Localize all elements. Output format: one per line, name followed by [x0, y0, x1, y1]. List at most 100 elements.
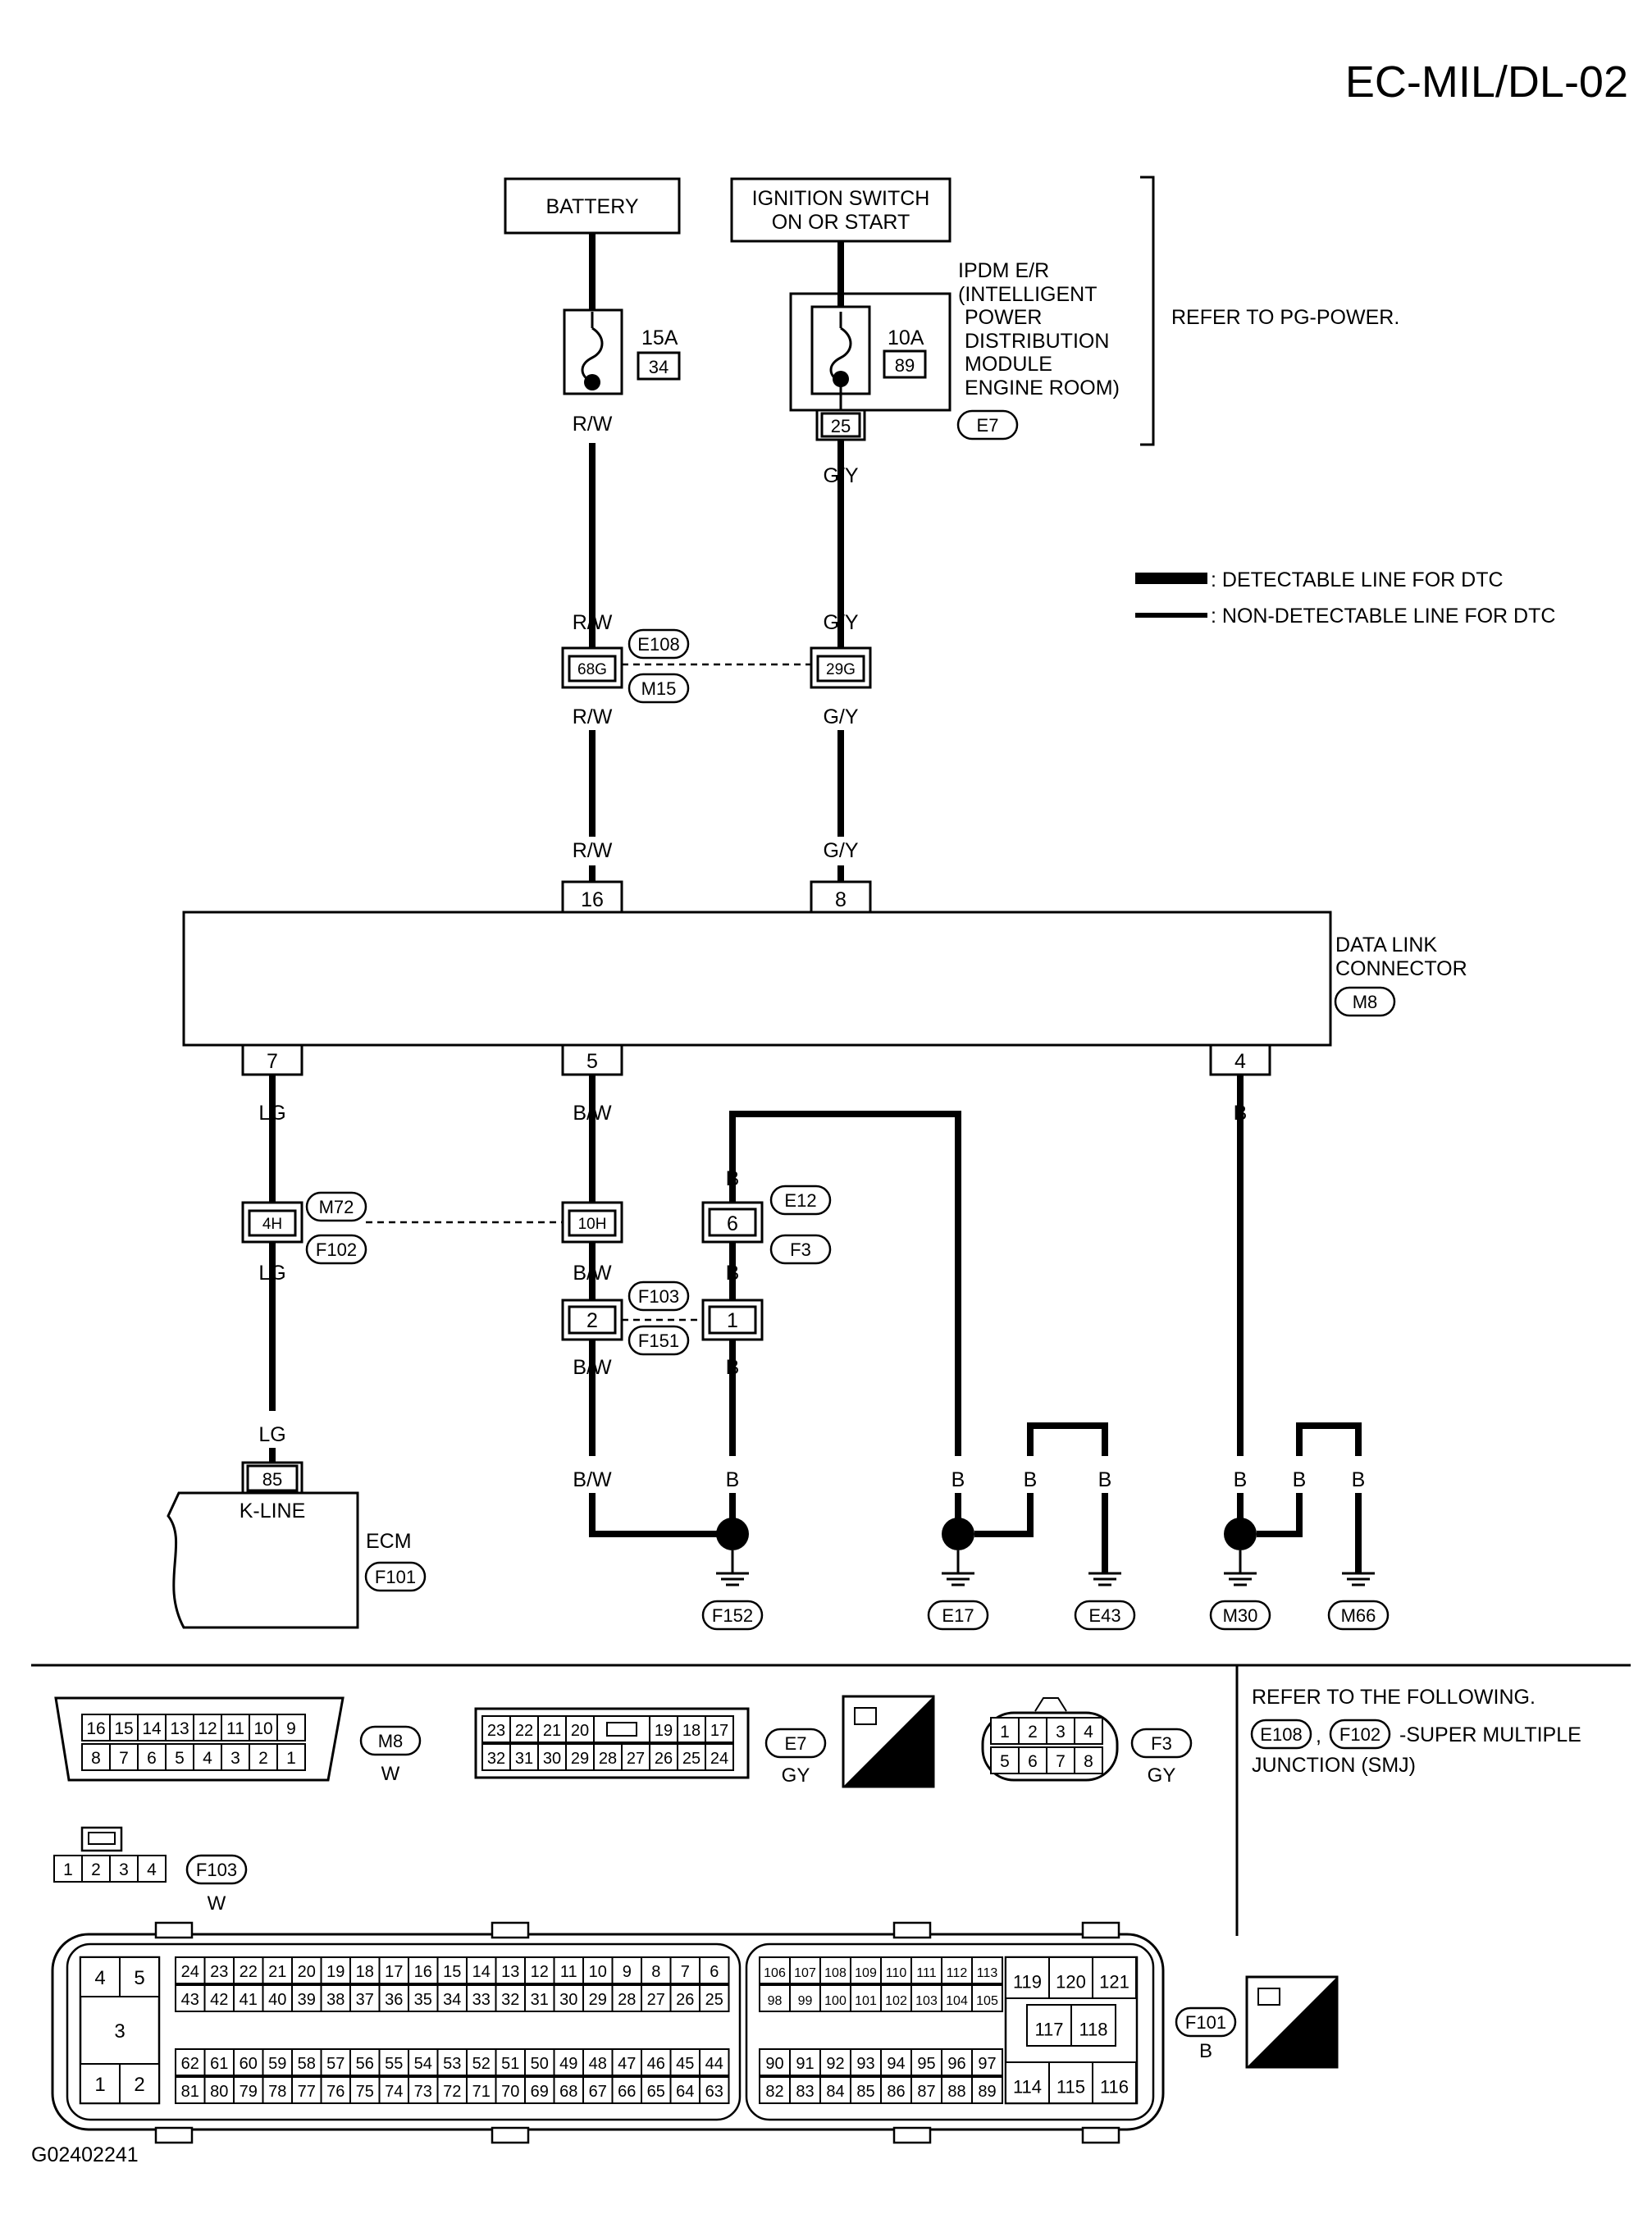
m8-bottom-pin: 5: [175, 1749, 185, 1768]
e7-bottom-cell: [537, 1743, 567, 1771]
f101-g1-r4-pin: 75: [356, 2083, 374, 2101]
f3-bottom-pin: 7: [1056, 1752, 1066, 1771]
f101-g1-r2-cell: [669, 1984, 701, 2012]
fuse1-number: 34: [649, 357, 669, 377]
ipdm-label: IPDM E/R (INTELLIGENT POWER DISTRIBUTION…: [956, 259, 1120, 441]
data-link-connector: 16 8 7 5 4 DATA LINK CONNECTOR M8: [182, 880, 1467, 1076]
e7-bottom-pin: 30: [543, 1750, 561, 1768]
svg-text:6: 6: [727, 1212, 738, 1235]
f101-g1-r1-pin: 6: [710, 1963, 719, 1981]
f101-g2-r2-pin: 102: [885, 1994, 907, 2008]
svg-text:F152: F152: [712, 1605, 753, 1626]
f101-g1-r1-pin: 12: [531, 1963, 549, 1981]
legend: : DETECTABLE LINE FOR DTC : NON-DETECTAB…: [1135, 568, 1555, 628]
wire-label-gy-3: G/Y: [823, 705, 858, 728]
f101-g1-r2-pin: 32: [501, 1991, 519, 2009]
footer-code: G02402241: [31, 2143, 139, 2166]
f101-g2-r2-cell: [789, 1984, 821, 2012]
f103-tag: [185, 1854, 248, 1885]
f101-g2-r2-pin: 104: [946, 1994, 968, 2008]
refer-line-3: JUNCTION (SMJ): [1252, 1754, 1416, 1777]
e7-top-left-pin: 20: [571, 1722, 589, 1740]
wire-label-b-4: B: [726, 1468, 740, 1491]
f101-g2-r2-cell: [971, 1984, 1003, 2012]
e7-tag: [764, 1728, 827, 1759]
f101-g2-r3-cell: [941, 2048, 973, 2076]
f101-g2-r4-pin: 84: [826, 2083, 844, 2101]
f101-g1-r4-cell: [641, 2076, 672, 2104]
f101-g1-r3-cell: [262, 2048, 293, 2076]
m8-color: W: [381, 1763, 400, 1785]
ipdm-line-6: ENGINE ROOM): [965, 377, 1120, 399]
f101-g1-r3-cell: [553, 2048, 584, 2076]
wire-label-bw-4: B/W: [573, 1468, 612, 1491]
f101-g2-r1-pin: 110: [886, 1966, 907, 1980]
m8-top-cell: [276, 1714, 306, 1742]
f101-g3-top-pin: 120: [1056, 1972, 1086, 1993]
e7-bottom-cell: [593, 1743, 623, 1771]
e7-bottom-cell: [705, 1743, 734, 1771]
e7-bottom-pin: 24: [710, 1750, 728, 1768]
wire-label-b-6: B: [1024, 1468, 1038, 1491]
m8-top-cell: [81, 1714, 111, 1742]
f101-g2-r1-cell: [880, 1956, 912, 1984]
f101-g1-r2-pin: 38: [326, 1991, 345, 2009]
f101-g1-r3-pin: 48: [589, 2055, 607, 2073]
f101-g1-r2-pin: 30: [559, 1991, 577, 2009]
f101-g3-top-cell: [1048, 1956, 1093, 1999]
e7-top-right-cell: [677, 1715, 706, 1743]
f3-color: GY: [1148, 1764, 1176, 1787]
f101-g1-r1-cell: [669, 1956, 701, 1984]
m8-bottom-cell: [165, 1743, 194, 1771]
f101-g1-r1-pin: 24: [181, 1963, 199, 1981]
ignition-label-1: IGNITION SWITCH: [752, 187, 930, 210]
f101-g1-r1-pin: 16: [414, 1963, 432, 1981]
m8-bottom-cell: [137, 1743, 167, 1771]
f101-g1-r4-pin: 73: [414, 2083, 432, 2101]
wire-label-rw-2: R/W: [573, 611, 613, 634]
f101-g1-r3-cell: [699, 2048, 730, 2076]
f101-g1-r2-pin: 36: [385, 1991, 403, 2009]
m8-top-pin: 9: [286, 1719, 296, 1738]
f3-key: [1034, 1697, 1067, 1712]
m8-bottom-pin: 2: [258, 1749, 268, 1768]
wire-label-bw-1: B/W: [573, 1102, 612, 1125]
f101-g1-r4-pin: 70: [501, 2083, 519, 2101]
m8-bottom-pin: 7: [119, 1749, 129, 1768]
e7-key: [606, 1722, 637, 1737]
f101-g3-top-pin: 119: [1013, 1972, 1042, 1993]
f103-cell: [109, 1855, 139, 1883]
page-title: EC-MIL/DL-02: [1345, 57, 1628, 107]
f101-g3-bot-cell: [1092, 2061, 1137, 2104]
f101-tag: [1175, 2006, 1237, 2038]
f103-pin: 4: [147, 1860, 157, 1879]
f101-g3-mid-pin: 118: [1079, 2020, 1107, 2040]
connector-10h: 10H: [561, 1201, 623, 1244]
f101-g3-bot-cell: [1005, 2061, 1050, 2104]
f101-g2-r2-pin: 99: [798, 1994, 813, 2008]
f101-g2-r1-pin: 106: [764, 1966, 786, 1980]
ecm-kline-label: K-LINE: [240, 1500, 306, 1522]
f101-g1-r1-cell: [641, 1956, 672, 1984]
fuse1-amp: 15A: [641, 326, 678, 349]
f103-pin: 3: [119, 1860, 129, 1879]
f101-lb-pin: 3: [114, 2020, 125, 2043]
f101-g1-r4-cell: [582, 2076, 614, 2104]
f101-g1-r4-cell: [175, 2076, 206, 2104]
f101-g1-r1-cell: [466, 1956, 497, 1984]
f101-g2-r1-cell: [971, 1956, 1003, 1984]
f101-g2-r1-cell: [941, 1956, 973, 1984]
wire-label-b-1: B: [726, 1167, 740, 1190]
fuse2-number: 89: [895, 355, 915, 376]
svg-text:M66: M66: [1341, 1605, 1376, 1626]
f101-g2-r3-pin: 91: [796, 2055, 814, 2073]
connector-f102: F102: [316, 1239, 357, 1260]
connector-e108: E108: [637, 634, 679, 655]
ignition-switch-box: IGNITION SWITCH ON OR START: [730, 177, 951, 243]
f101-g1-r3-pin: 47: [618, 2055, 636, 2073]
f101-g1-r4-cell: [699, 2076, 730, 2104]
f101-g1-r1-pin: 9: [623, 1963, 632, 1981]
f101-g1-r3-pin: 59: [268, 2055, 286, 2073]
wire-label-b-11: B: [1352, 1468, 1366, 1491]
